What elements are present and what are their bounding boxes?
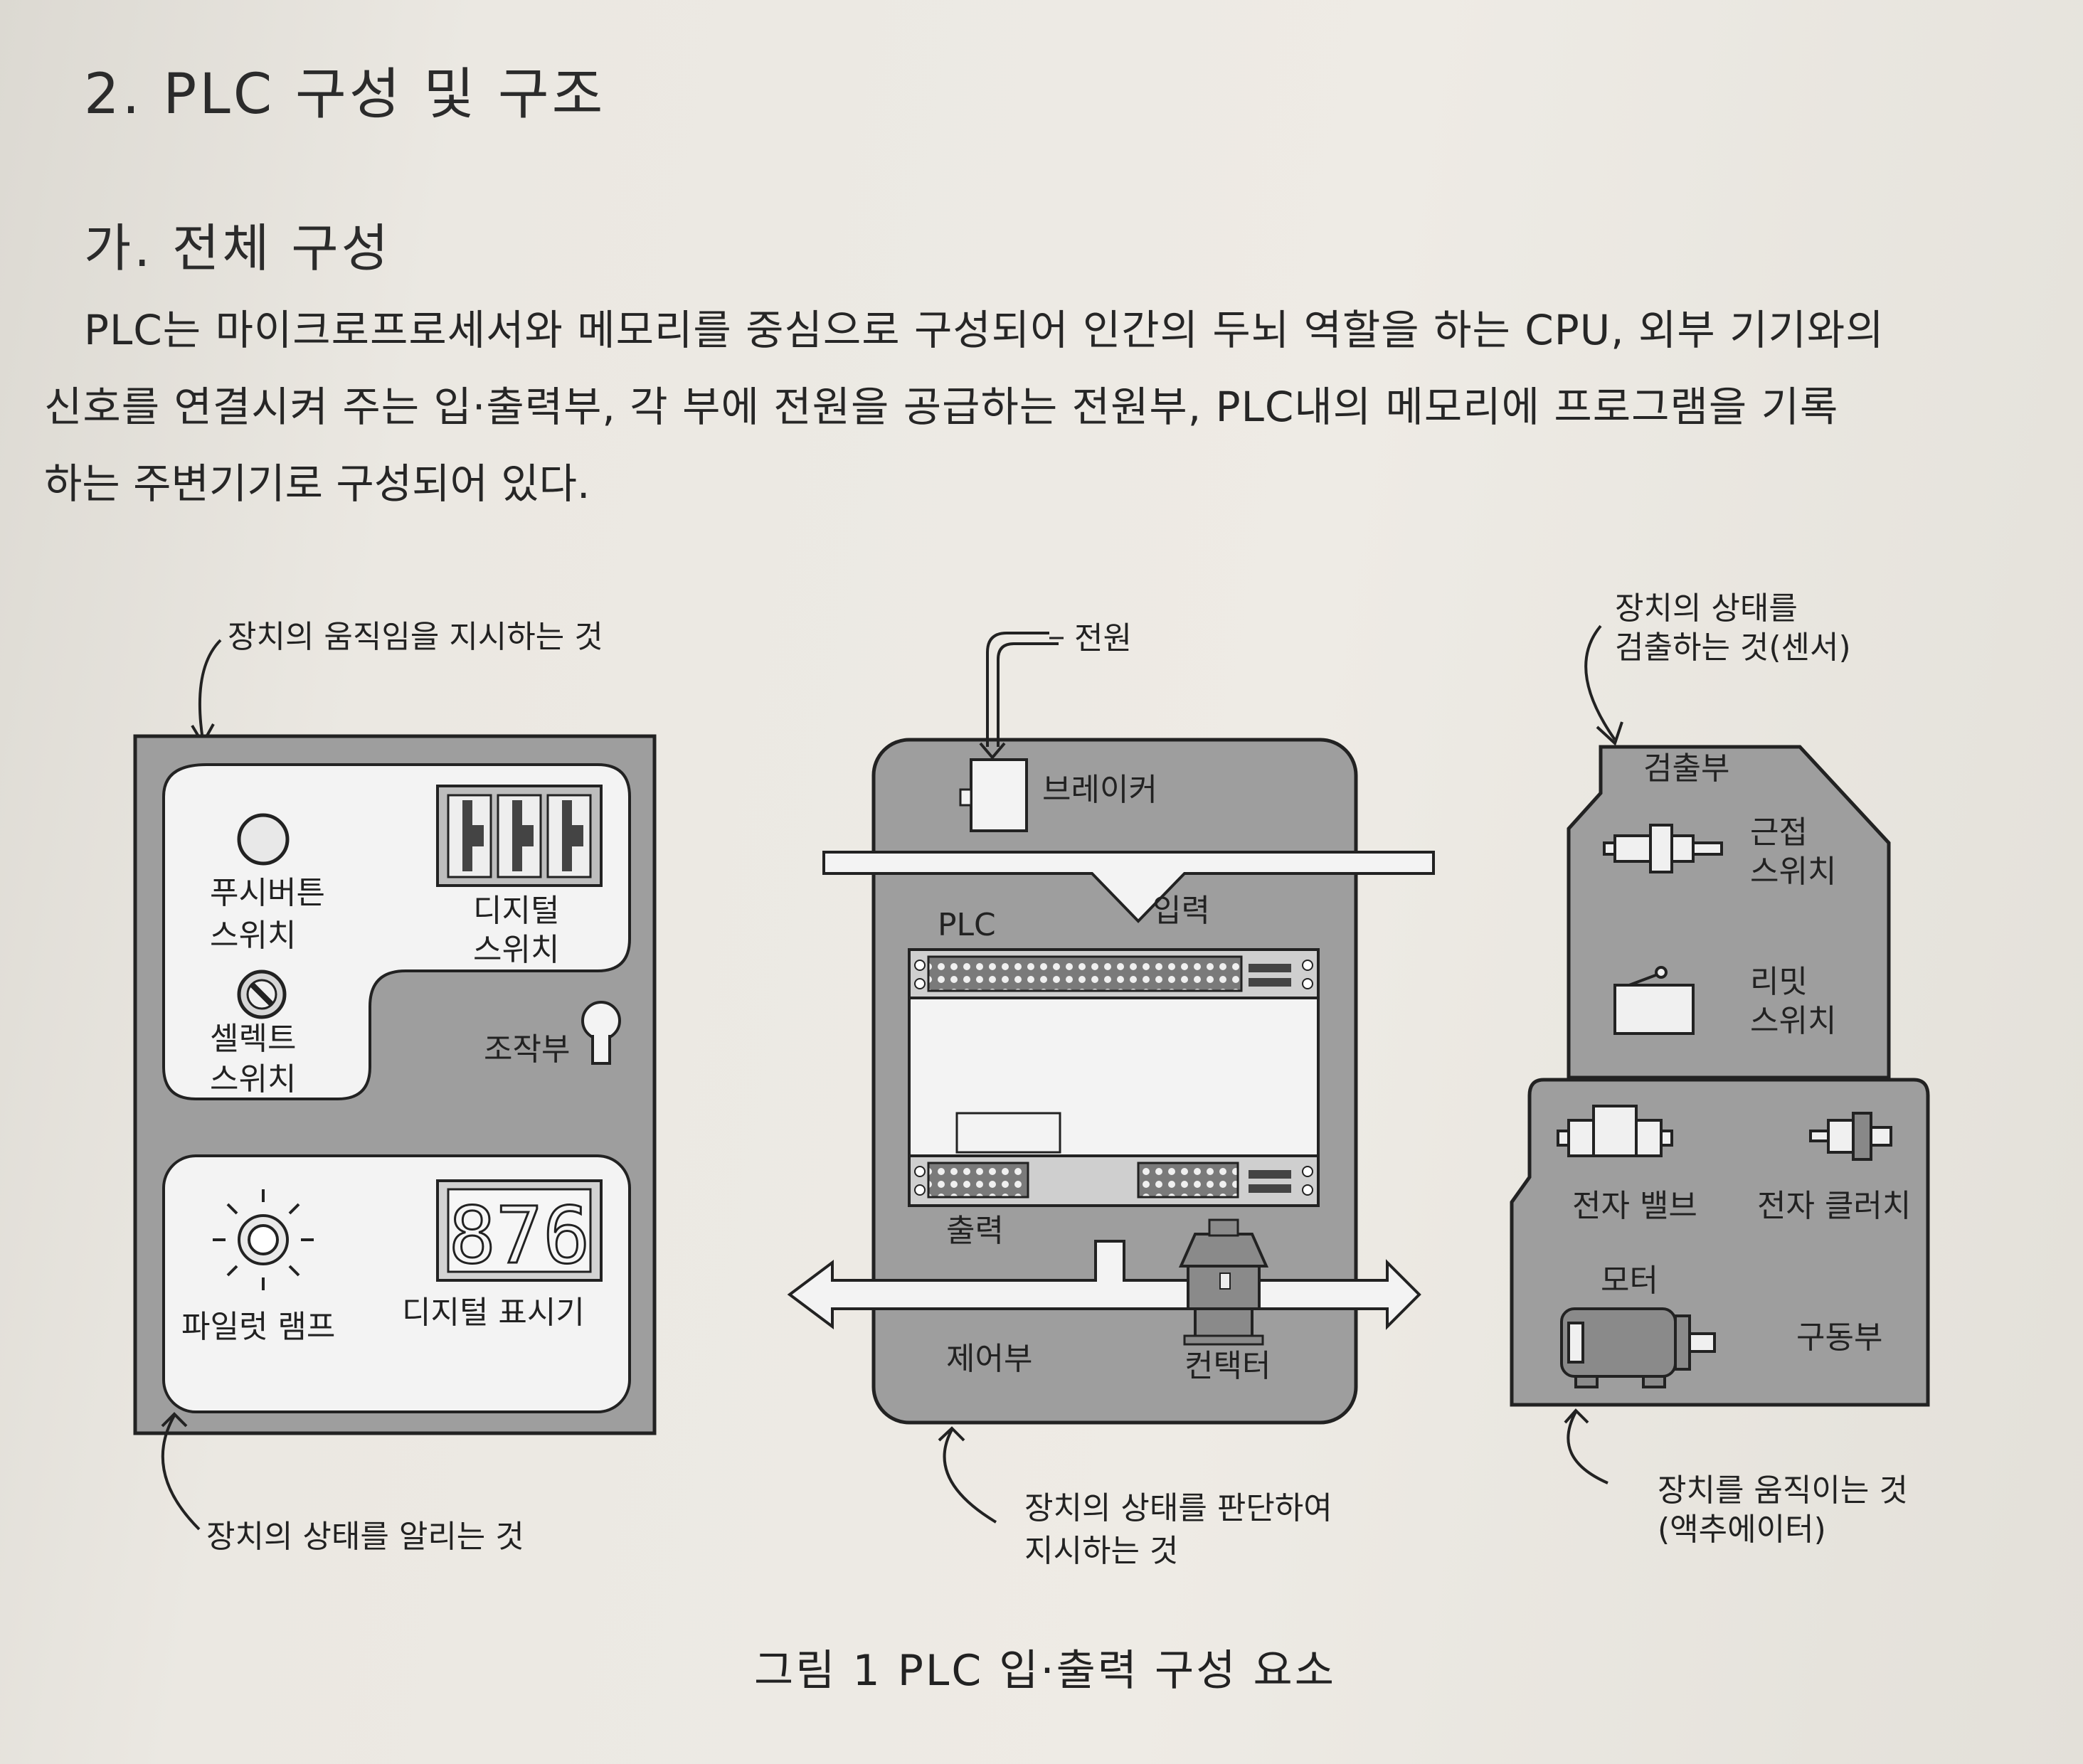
operation-label: 조작부 [484, 1031, 570, 1068]
top-right-callout: 검출하는 것(센서) [1615, 629, 1851, 666]
limit-switch-icon [1613, 966, 1695, 1035]
proximity-switch-icon [1603, 824, 1723, 873]
solenoid-valve-label: 전자 밸브 [1572, 1188, 1697, 1224]
figure-caption: 그림 1 PLC 입·출력 구성 요소 [754, 1646, 1336, 1696]
digital-switch-label: 디지털 [473, 893, 559, 929]
input-label: 입력 [1152, 893, 1210, 929]
control-panel: 전원 브레이커 PLC 입력 [787, 620, 1435, 1569]
middle-callout: 장치의 상태를 판단하여 [1024, 1490, 1332, 1526]
pushbutton-label: 스위치 [210, 918, 296, 954]
select-switch-label: 셀렉트 [210, 1021, 296, 1057]
select-switch-label: 스위치 [210, 1061, 296, 1098]
pilot-lamp-icon [213, 1189, 314, 1290]
limit-label: 스위치 [1750, 1003, 1836, 1039]
middle-callout: 지시하는 것 [1024, 1533, 1178, 1569]
digital-switch-label: 스위치 [473, 932, 559, 968]
detection-label: 검출부 [1643, 750, 1729, 787]
output-bus [787, 1240, 1421, 1330]
display-digits: 876 [449, 1190, 590, 1281]
bottom-left-callout: 장치의 상태를 알리는 것 [206, 1519, 524, 1555]
control-label: 제어부 [946, 1341, 1032, 1377]
output-label: 출력 [946, 1213, 1004, 1249]
paragraph-line: 신호를 연결시켜 주는 입·출력부, 각 부에 전원을 공급하는 전원부, PL… [44, 383, 1839, 431]
drive-label: 구동부 [1796, 1319, 1882, 1356]
operation-panel: 장치의 움직임을 지시하는 것 푸시버튼 스위치 디지털 스위치 [133, 619, 657, 1555]
motor-icon [1560, 1307, 1716, 1388]
top-right-callout: 장치의 상태를 [1615, 590, 1798, 627]
input-bus [822, 851, 1435, 923]
digital-switch-icon [436, 785, 603, 887]
contactor-icon [1178, 1218, 1269, 1346]
solenoid-clutch-label: 전자 클러치 [1757, 1188, 1911, 1224]
limit-label: 리밋 [1750, 964, 1808, 1000]
pushbutton-icon [237, 813, 290, 866]
contactor-label: 컨택터 [1184, 1348, 1271, 1384]
pilot-lamp-label: 파일럿 램프 [181, 1309, 335, 1345]
paragraph-line: 하는 주변기기로 구성되어 있다. [44, 459, 590, 508]
breaker-icon [970, 758, 1028, 832]
solenoid-clutch-icon [1809, 1112, 1892, 1161]
body-paragraph: PLC는 마이크로프로세서와 메모리를 중심으로 구성되어 인간의 두뇌 역할을… [44, 292, 2062, 522]
plc-label: PLC [938, 907, 996, 943]
proximity-label: 스위치 [1750, 854, 1836, 890]
digital-display-icon: 876 [436, 1179, 603, 1282]
power-label: 전원 [1074, 620, 1132, 657]
keyhole-icon [581, 1001, 621, 1065]
top-left-callout: 장치의 움직임을 지시하는 것 [228, 619, 603, 655]
subsection-heading: 가. 전체 구성 [84, 218, 391, 278]
plc-unit [908, 948, 1320, 1207]
proximity-label: 근접 [1750, 814, 1808, 851]
field-devices: 장치의 상태를 검출하는 것(센서) 검출부 근접 스위치 리밋 스위치 [1510, 590, 1930, 1548]
solenoid-valve-icon [1557, 1105, 1673, 1157]
bottom-right-callout: 장치를 움직이는 것 [1658, 1472, 1908, 1509]
breaker-label: 브레이커 [1042, 772, 1157, 808]
bottom-right-callout: (액추에이터) [1658, 1511, 1826, 1548]
select-switch-icon [237, 969, 287, 1019]
motor-label: 모터 [1601, 1263, 1658, 1299]
section-heading: 2. PLC 구성 및 구조 [84, 63, 606, 127]
paragraph-line: PLC는 마이크로프로세서와 메모리를 중심으로 구성되어 인간의 두뇌 역할을… [84, 306, 1885, 354]
pushbutton-label: 푸시버튼 [210, 875, 325, 911]
digital-display-label: 디지털 표시기 [402, 1295, 585, 1331]
